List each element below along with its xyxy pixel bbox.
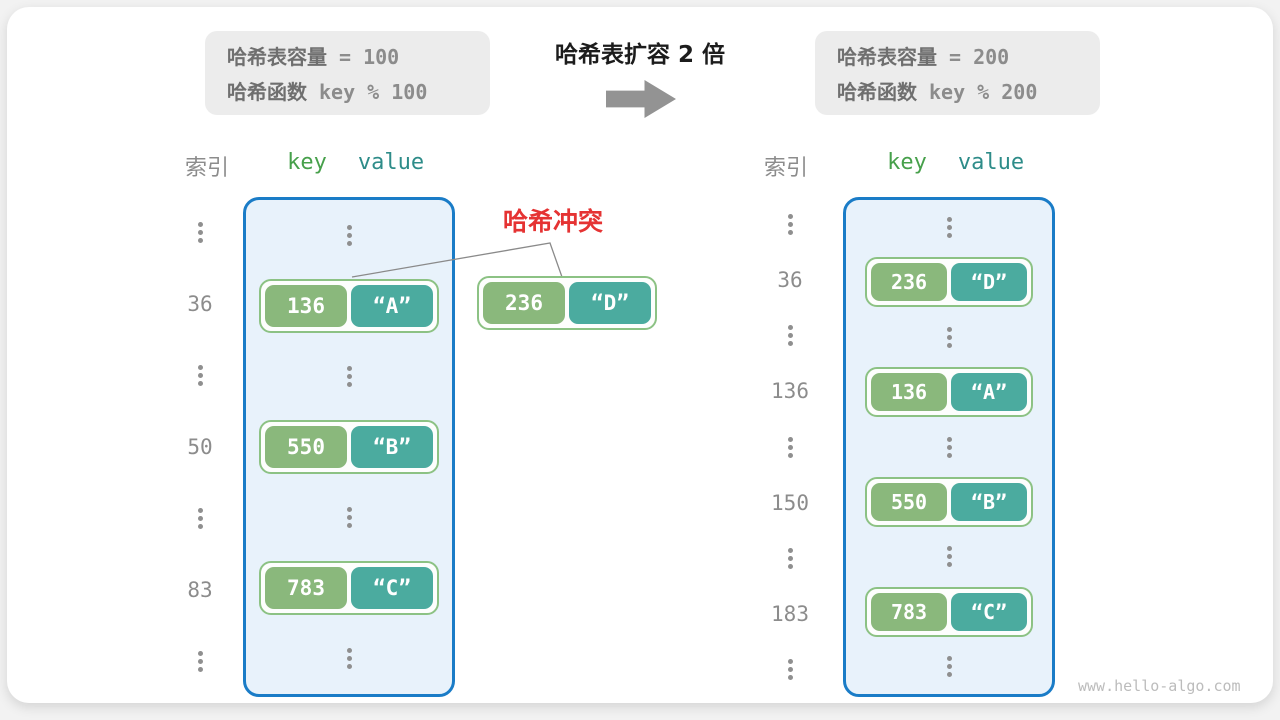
ellipsis-dots <box>197 650 203 672</box>
ellipsis-dots <box>787 658 793 680</box>
value-cell: “C” <box>951 592 1027 631</box>
index-label: 36 <box>777 268 803 293</box>
hash-info-box-after: 哈希表容量 = 200 哈希函数 key % 200 <box>815 31 1100 115</box>
ellipsis-dots <box>946 546 952 568</box>
ellipsis-dots <box>197 222 203 244</box>
key-cell: 783 <box>871 592 947 631</box>
ellipsis-dots <box>946 656 952 678</box>
capacity-label: 哈希表容量 <box>837 45 937 69</box>
pair-136-A: 136 “A” <box>865 367 1033 418</box>
ellipsis-dots <box>787 547 793 569</box>
left-header-index: 索引 <box>184 156 230 181</box>
hash-function-line: 哈希函数 key % 100 <box>227 76 490 105</box>
pair-783-C: 783 “C” <box>259 561 439 616</box>
capacity-line: 哈希表容量 = 200 <box>837 41 1100 70</box>
index-label: 136 <box>771 379 809 404</box>
capacity-value: = 200 <box>949 45 1010 69</box>
pair-550-B: 550 “B” <box>259 420 439 475</box>
hash-function-label: 哈希函数 <box>227 80 307 104</box>
right-header-key: key <box>887 150 927 175</box>
value-cell: “A” <box>951 373 1027 412</box>
ellipsis-dots <box>197 507 203 529</box>
index-label: 150 <box>771 490 809 515</box>
key-cell: 236 <box>483 282 565 324</box>
right-header-value: value <box>957 150 1025 175</box>
hash-function-label: 哈希函数 <box>837 80 917 104</box>
ellipsis-dots <box>946 436 952 458</box>
index-label: 183 <box>771 601 809 626</box>
index-label: 50 <box>187 434 213 459</box>
capacity-line: 哈希表容量 = 100 <box>227 41 490 70</box>
key-cell: 236 <box>871 263 947 302</box>
key-cell: 550 <box>265 426 347 469</box>
index-label: 83 <box>187 577 213 602</box>
left-header-value: value <box>357 150 425 175</box>
collision-label: 哈希冲突 <box>502 207 604 236</box>
key-cell: 136 <box>871 373 947 412</box>
ellipsis-dots <box>946 216 952 238</box>
left-header-key: key <box>287 150 327 175</box>
hash-function-line: 哈希函数 key % 200 <box>837 76 1100 105</box>
expansion-title: 哈希表扩容 2 倍 <box>554 42 726 68</box>
hash-function-value: key % 200 <box>929 80 1038 104</box>
pair-136-A: 136 “A” <box>259 278 439 333</box>
pair-236-D: 236 “D” <box>865 257 1033 308</box>
pair-550-B: 550 “B” <box>865 476 1033 527</box>
ellipsis-dots <box>346 507 352 529</box>
right-index-column: 36 136 150 183 <box>758 197 822 697</box>
diagram-card <box>7 7 1273 703</box>
left-index-column: 36 50 83 <box>168 197 232 697</box>
hash-table-before: 136 “A” 550 “B” 783 “C” <box>243 197 455 697</box>
ellipsis-dots <box>346 648 352 670</box>
ellipsis-dots <box>787 436 793 458</box>
value-cell: “B” <box>951 482 1027 521</box>
value-cell: “A” <box>351 284 433 327</box>
pair-236-D-colliding: 236 “D” <box>477 276 657 330</box>
ellipsis-dots <box>346 224 352 246</box>
pair-783-C: 783 “C” <box>865 586 1033 637</box>
key-cell: 136 <box>265 284 347 327</box>
right-header-index: 索引 <box>763 156 809 181</box>
ellipsis-dots <box>946 326 952 348</box>
value-cell: “C” <box>351 567 433 610</box>
value-cell: “B” <box>351 426 433 469</box>
value-cell: “D” <box>951 263 1027 302</box>
hash-info-box-before: 哈希表容量 = 100 哈希函数 key % 100 <box>205 31 490 115</box>
hash-table-after: 236 “D” 136 “A” 550 “B” 783 “C” <box>843 197 1055 697</box>
index-label: 36 <box>187 292 213 317</box>
hash-function-value: key % 100 <box>319 80 428 104</box>
key-cell: 783 <box>265 567 347 610</box>
key-cell: 550 <box>871 482 947 521</box>
capacity-label: 哈希表容量 <box>227 45 327 69</box>
ellipsis-dots <box>787 325 793 347</box>
ellipsis-dots <box>197 365 203 387</box>
ellipsis-dots <box>346 365 352 387</box>
capacity-value: = 100 <box>339 45 400 69</box>
ellipsis-dots <box>787 214 793 236</box>
value-cell: “D” <box>569 282 651 324</box>
watermark: www.hello-algo.com <box>1078 677 1241 695</box>
